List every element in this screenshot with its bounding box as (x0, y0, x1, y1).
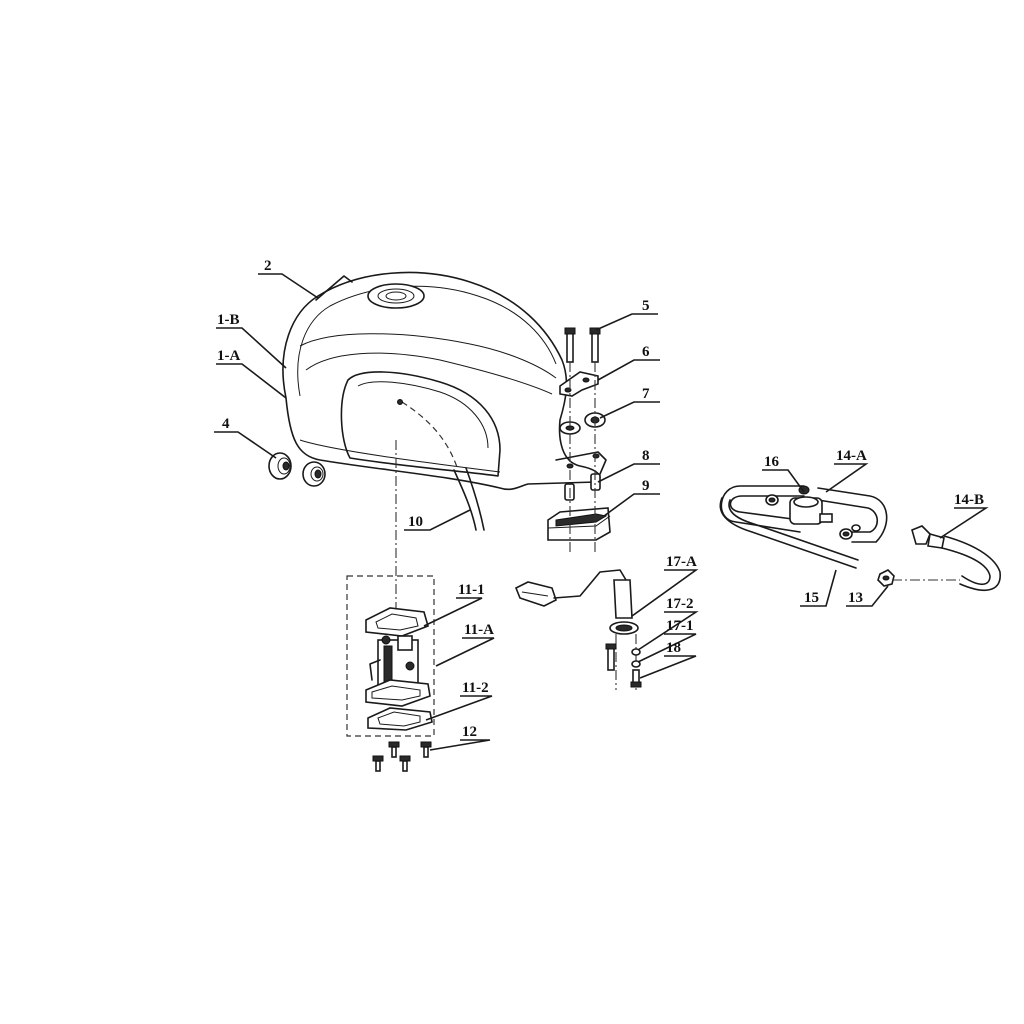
fuel-hose-14b (911, 525, 1001, 592)
fuel-level-sender-17 (514, 569, 642, 690)
label-1-b: 1-B (217, 312, 240, 328)
label-17-2: 17-2 (666, 596, 694, 612)
fuel-hose-10 (397, 399, 485, 531)
label-5: 5 (642, 298, 650, 314)
label-17-a: 17-A (666, 554, 697, 570)
bolt-centerlines (569, 362, 596, 552)
fuel-tank (282, 271, 607, 491)
pad-9 (547, 507, 611, 541)
mounting-bolts-5 (564, 327, 601, 363)
nut-13 (877, 569, 960, 587)
label-7: 7 (642, 386, 650, 402)
washer-7 (559, 412, 606, 435)
label-10: 10 (408, 514, 423, 530)
label-11-1: 11-1 (458, 582, 485, 598)
filler-cap-opening (367, 283, 425, 309)
rubber-damper-4 (268, 452, 326, 487)
label-2: 2 (264, 258, 272, 274)
label-13: 13 (848, 590, 863, 606)
label-9: 9 (642, 478, 650, 494)
leader-lines (214, 273, 989, 751)
screws-12 (372, 741, 432, 772)
label-18: 18 (666, 640, 681, 656)
label-11-a: 11-A (464, 622, 494, 638)
fuel-hose-14a-loop (720, 485, 888, 543)
label-17-1: 17-1 (666, 618, 694, 634)
label-14-b: 14-B (954, 492, 984, 508)
fuel-filter-16 (765, 485, 861, 540)
label-4: 4 (222, 416, 230, 432)
label-6: 6 (642, 344, 650, 360)
label-15: 15 (804, 590, 819, 606)
label-16: 16 (764, 454, 780, 470)
label-1-a: 1-A (217, 348, 240, 364)
label-8: 8 (642, 448, 650, 464)
callout-labels: 2 1-B 1-A 4 5 6 7 8 9 10 11-1 11-A 11-2 … (217, 258, 984, 740)
fuel-pump-assembly-11 (346, 440, 435, 737)
label-12: 12 (462, 724, 477, 740)
pipe-15 (719, 497, 859, 569)
label-14-a: 14-A (836, 448, 867, 464)
label-11-2: 11-2 (462, 680, 489, 696)
